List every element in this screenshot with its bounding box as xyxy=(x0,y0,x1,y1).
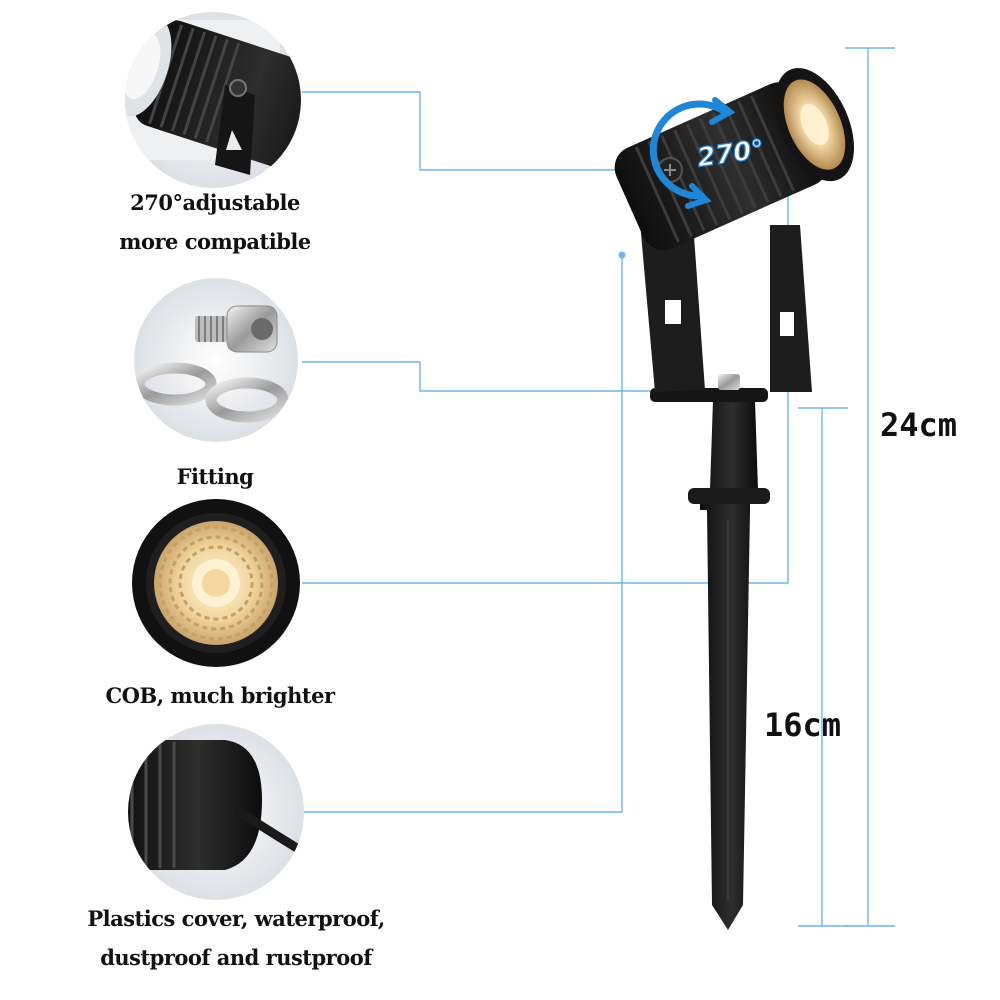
feature-caption-adjustable: 270°adjustable more compatible xyxy=(110,190,320,254)
caption-line: 270°adjustable xyxy=(130,190,300,215)
spotlight-product xyxy=(614,68,854,930)
caption-line: Fitting xyxy=(176,464,254,489)
feature-caption-cover: Plastics cover, waterproof, dustproof an… xyxy=(86,906,386,970)
caption-line: more compatible xyxy=(119,229,311,254)
rotation-arrow-icon xyxy=(649,97,736,209)
feature-caption-cob: COB, much brighter xyxy=(100,683,340,708)
total-height-label: 24cm xyxy=(880,406,958,444)
screw-washer-icon xyxy=(134,278,298,442)
callout-line-cover xyxy=(302,255,623,813)
callout-line-fitting xyxy=(302,361,742,392)
cob-led-icon xyxy=(132,499,300,667)
stake-height-label: 16cm xyxy=(764,706,842,744)
adjustable-bracket-icon xyxy=(125,12,301,188)
cable-cover-icon xyxy=(128,724,304,900)
callout-line-bracket xyxy=(302,91,668,171)
dimension-lines xyxy=(798,47,895,927)
caption-line: Plastics cover, waterproof, xyxy=(87,906,385,931)
caption-line: dustproof and rustproof xyxy=(100,945,372,970)
callout-lines xyxy=(302,91,789,813)
caption-line: COB, much brighter xyxy=(105,683,335,708)
feature-caption-fitting: Fitting xyxy=(110,464,320,489)
